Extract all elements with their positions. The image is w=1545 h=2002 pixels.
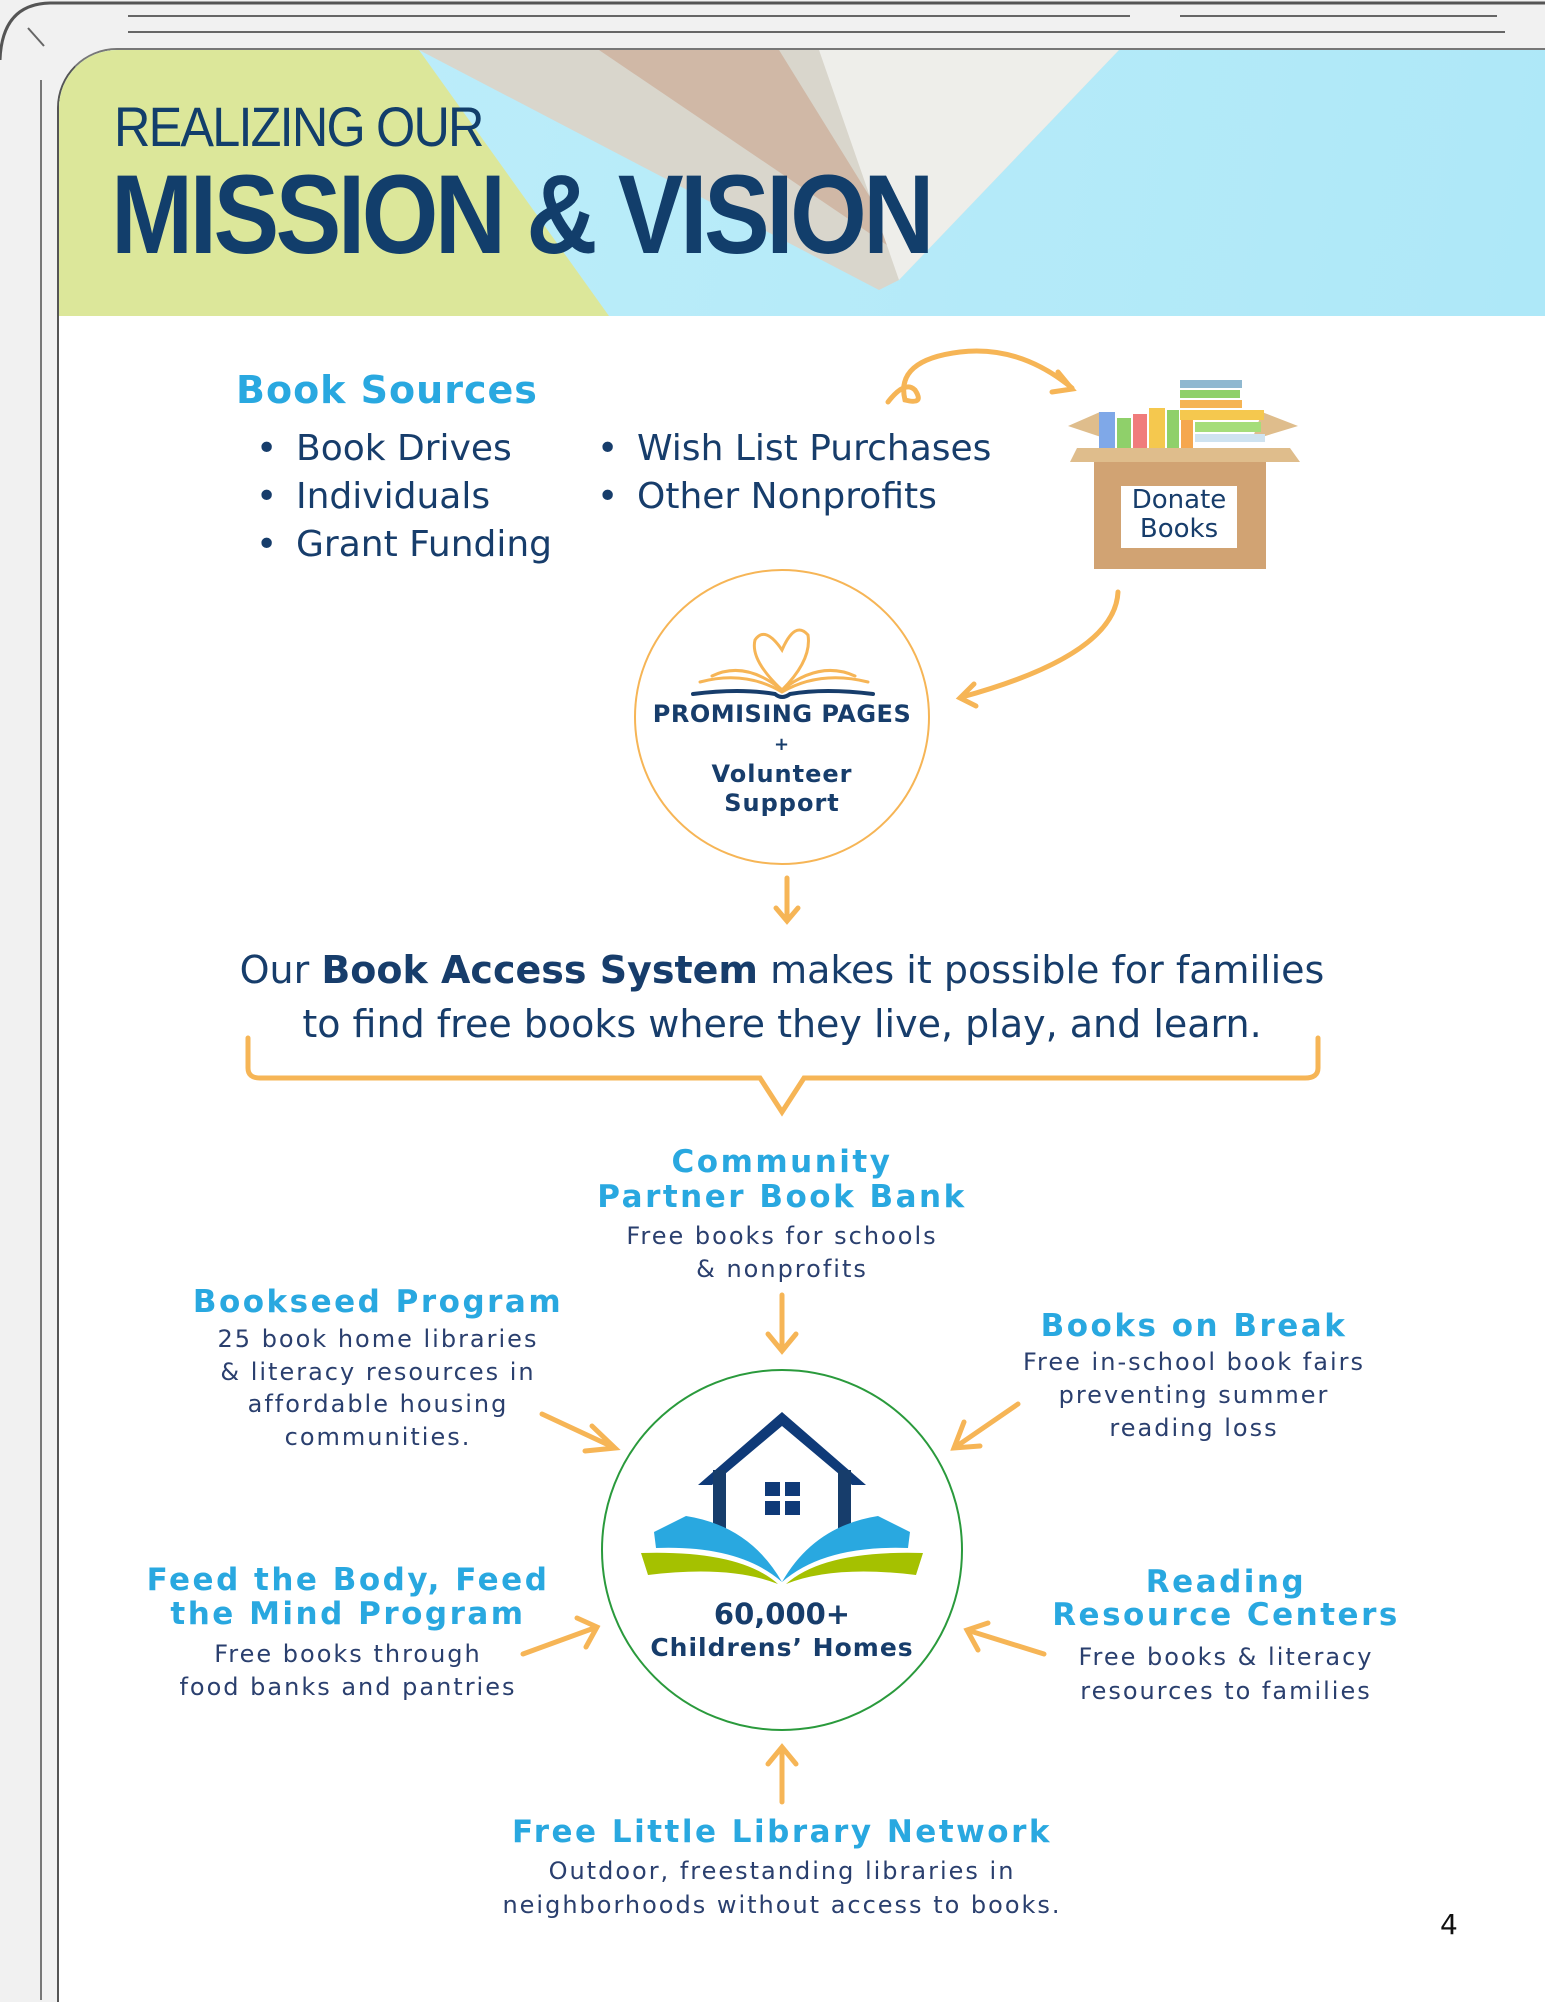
support-text: Support bbox=[724, 789, 840, 817]
source-item: Book Drives bbox=[256, 428, 512, 469]
books-on-break-desc: reading loss bbox=[1109, 1414, 1279, 1442]
community-desc: Free books for schools bbox=[626, 1222, 938, 1250]
books-on-break-title: Books on Break bbox=[1040, 1308, 1348, 1344]
header-image bbox=[59, 50, 1119, 316]
source-item: Other Nonprofits bbox=[597, 476, 937, 517]
bookseed-desc: affordable housing bbox=[247, 1390, 509, 1418]
bookseed-desc: & literacy resources in bbox=[220, 1358, 536, 1386]
promising-pages-name: PROMISING PAGES bbox=[652, 700, 912, 728]
arrow-head bbox=[1049, 369, 1077, 395]
brace bbox=[245, 1035, 1321, 1117]
arrow-community bbox=[765, 1292, 799, 1355]
header-banner: REALIZING OUR MISSION & VISION bbox=[59, 50, 1545, 316]
library-desc: Outdoor, freestanding libraries in bbox=[548, 1857, 1016, 1885]
mission-statement: Our Book Access System makes it possible… bbox=[182, 943, 1382, 1051]
binder-edge-line bbox=[40, 80, 42, 2000]
arrow-to-promising-pages bbox=[959, 589, 1121, 700]
community-title: Partner Book Bank bbox=[597, 1179, 967, 1215]
center-stat: 60,000+ Childrens’ Homes bbox=[632, 1598, 932, 1664]
bookseed-title: Bookseed Program bbox=[192, 1284, 564, 1320]
arrow-reading bbox=[963, 1620, 1047, 1657]
community-title: Community bbox=[671, 1144, 893, 1180]
header-subtitle: REALIZING OUR bbox=[114, 95, 484, 158]
binder-frame bbox=[0, 1, 1545, 60]
homes-label: Childrens’ Homes bbox=[650, 1633, 914, 1662]
books-on-break-desc: preventing summer bbox=[1058, 1381, 1330, 1409]
feed-desc: Free books through bbox=[214, 1640, 482, 1668]
books-on-break-desc: Free in-school book fairs bbox=[1023, 1348, 1365, 1376]
promising-pages-circle bbox=[634, 569, 930, 865]
book-sources-title: Book Sources bbox=[236, 368, 538, 412]
arrow-feed bbox=[520, 1615, 601, 1657]
bookseed-desc: communities. bbox=[284, 1423, 472, 1451]
homes-count: 60,000+ bbox=[713, 1597, 851, 1631]
reading-desc: resources to families bbox=[1080, 1677, 1372, 1705]
donate-books-label: Donate Books bbox=[1121, 486, 1237, 548]
arrow-to-donate-box bbox=[885, 348, 1075, 405]
volunteer-text: Volunteer bbox=[711, 760, 853, 788]
arrow-books-on-break bbox=[950, 1401, 1021, 1451]
arrow-down-to-statement bbox=[773, 875, 801, 925]
source-item: Grant Funding bbox=[256, 524, 552, 565]
feed-title: Feed the Body, Feed bbox=[146, 1562, 550, 1598]
bookseed-desc: 25 book home libraries bbox=[217, 1325, 539, 1353]
reading-title: Reading bbox=[1145, 1564, 1307, 1600]
promising-pages-logo bbox=[691, 628, 875, 699]
statement-post: makes it possible for families bbox=[758, 948, 1325, 992]
statement-line2: to find free books where they live, play… bbox=[302, 1002, 1262, 1046]
reading-title: Resource Centers bbox=[1052, 1597, 1400, 1633]
page-number: 4 bbox=[1440, 1908, 1458, 1941]
plus-sign: + bbox=[773, 734, 791, 755]
source-item: Individuals bbox=[256, 476, 490, 517]
document-page: REALIZING OUR MISSION & VISION bbox=[57, 48, 1545, 2002]
house-book-logo-icon bbox=[641, 1412, 923, 1584]
statement-pre: Our bbox=[239, 948, 322, 992]
donate-line: Books bbox=[1139, 514, 1219, 544]
feed-title: the Mind Program bbox=[170, 1596, 526, 1632]
arrow-bookseed bbox=[539, 1411, 621, 1454]
arrow-library bbox=[765, 1743, 799, 1805]
reading-desc: Free books & literacy bbox=[1078, 1643, 1374, 1671]
header-title: MISSION & VISION bbox=[111, 152, 934, 277]
feed-desc: food banks and pantries bbox=[179, 1673, 517, 1701]
donate-line: Donate bbox=[1131, 485, 1227, 515]
statement-bold: Book Access System bbox=[321, 948, 758, 992]
community-desc: & nonprofits bbox=[696, 1255, 868, 1283]
center-circle bbox=[601, 1369, 963, 1731]
source-item: Wish List Purchases bbox=[597, 428, 991, 469]
library-desc: neighborhoods without access to books. bbox=[502, 1891, 1062, 1919]
library-title: Free Little Library Network bbox=[512, 1814, 1052, 1850]
